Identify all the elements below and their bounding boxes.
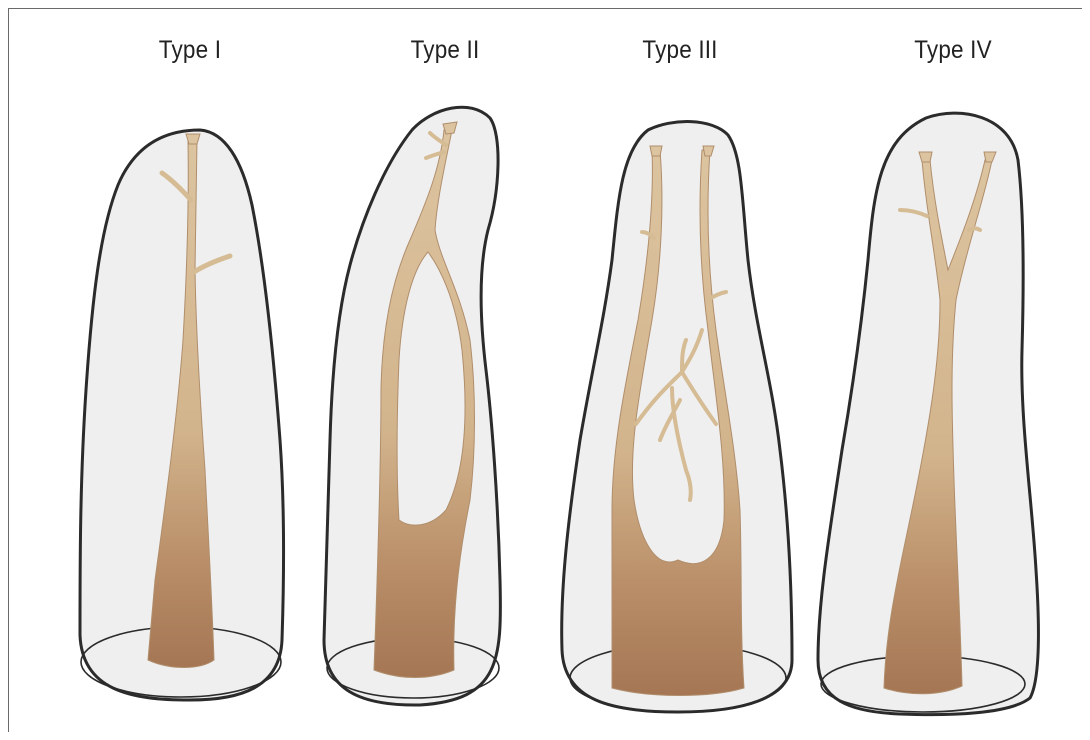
apex-tip bbox=[186, 134, 200, 144]
tooth-type-iv bbox=[818, 113, 1038, 714]
tooth-type-iii bbox=[562, 122, 792, 712]
apex-tip bbox=[650, 146, 662, 156]
tooth-type-ii bbox=[324, 107, 500, 705]
lateral-canal bbox=[969, 229, 980, 231]
tooth-type-i bbox=[80, 130, 284, 700]
